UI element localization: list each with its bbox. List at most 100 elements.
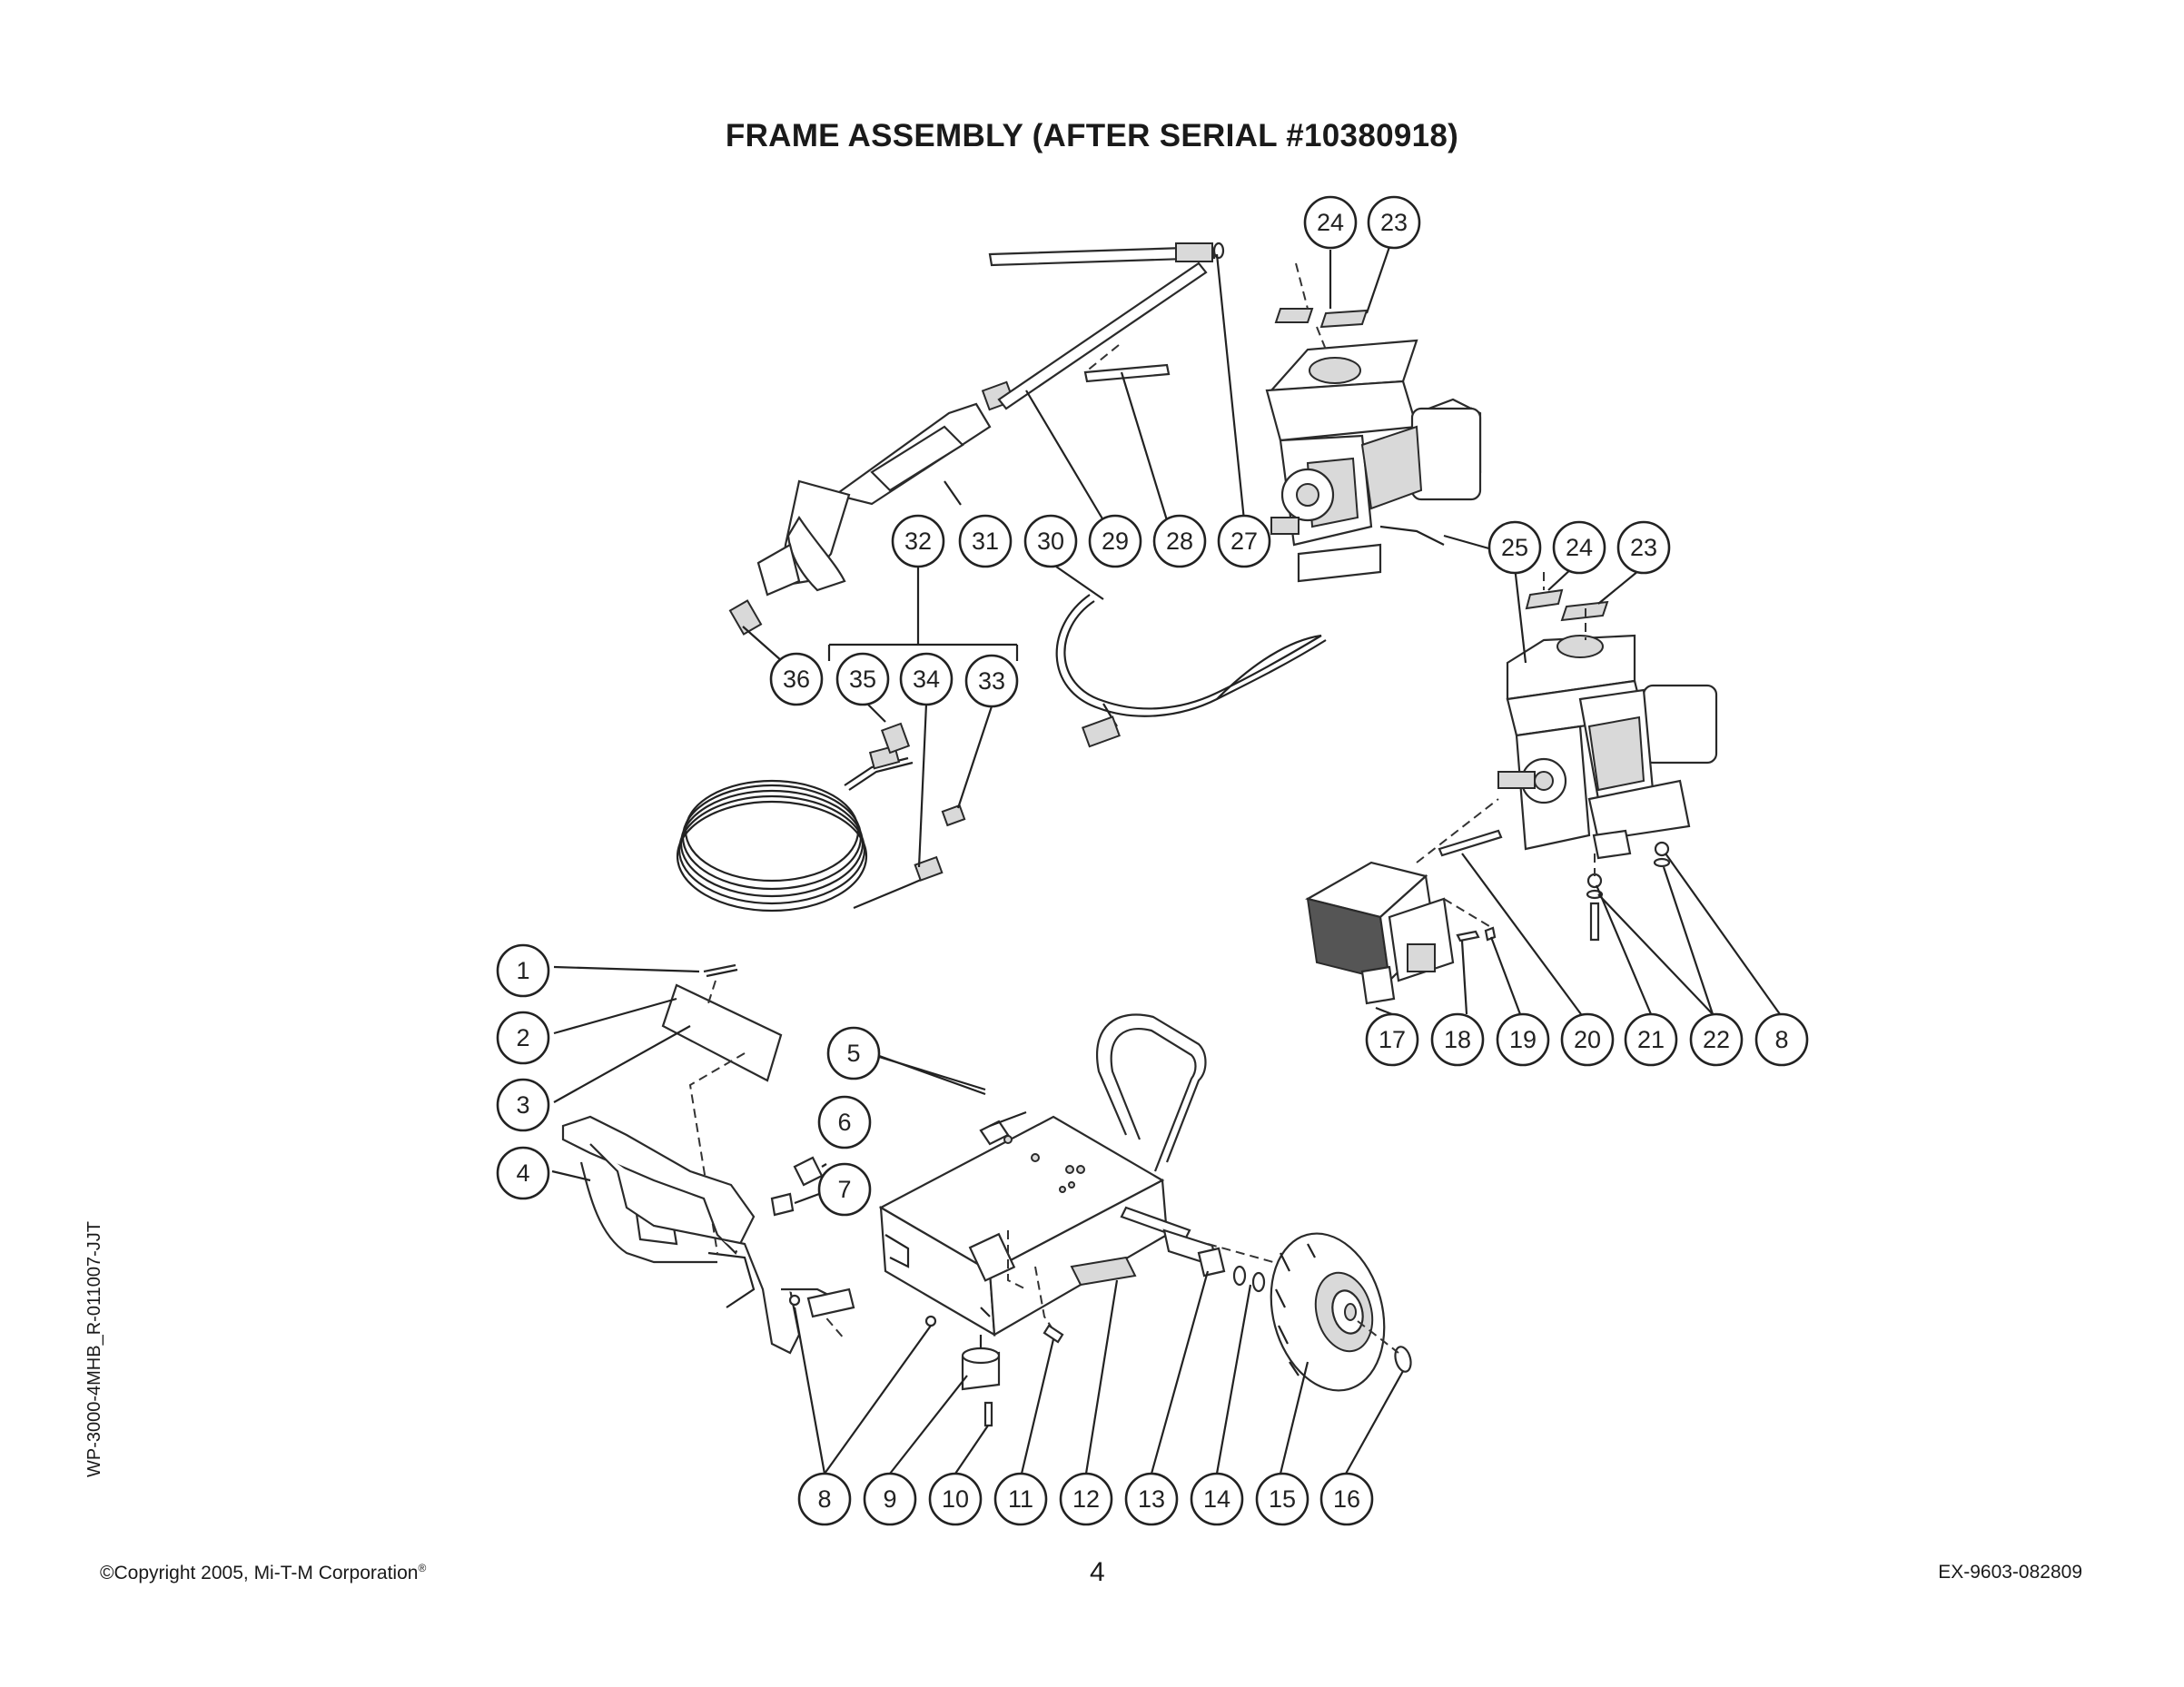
callout-33: 33 — [964, 654, 1019, 708]
callout-label: 18 — [1444, 1026, 1471, 1053]
callout-label: 13 — [1138, 1485, 1165, 1513]
callout-8: 8 — [797, 1472, 852, 1526]
callout-6: 6 — [817, 1095, 872, 1149]
callout-label: 20 — [1574, 1026, 1601, 1053]
callout-2: 2 — [496, 1011, 550, 1065]
callout-label: 5 — [846, 1040, 860, 1067]
callout-label: 17 — [1379, 1026, 1406, 1053]
callout-label: 9 — [883, 1485, 896, 1513]
callout-28: 28 — [1152, 514, 1207, 568]
copyright-notice: ©Copyright 2005, Mi-T-M Corporation® — [100, 1562, 426, 1584]
callout-21: 21 — [1624, 1012, 1678, 1067]
copyright-text: ©Copyright 2005, Mi-T-M Corporation — [100, 1563, 419, 1583]
callout-14: 14 — [1190, 1472, 1244, 1526]
registered-mark: ® — [418, 1562, 427, 1574]
callout-35: 35 — [835, 652, 890, 706]
callout-label: 32 — [904, 528, 932, 555]
decal-24-top — [1319, 309, 1369, 329]
callout-31: 31 — [958, 514, 1013, 568]
callout-label: 21 — [1637, 1026, 1665, 1053]
handle-frame — [561, 1115, 855, 1355]
spray-gun — [728, 402, 992, 636]
callout-label: 2 — [516, 1024, 529, 1051]
callout-30: 30 — [1023, 514, 1078, 568]
pressure-hose — [676, 722, 966, 913]
inlet-hose — [1055, 594, 1327, 748]
callout-27: 27 — [1217, 514, 1271, 568]
callout-label: 19 — [1509, 1026, 1537, 1053]
callout-label: 6 — [837, 1109, 851, 1136]
callout-label: 33 — [978, 667, 1005, 695]
callout-label: 30 — [1037, 528, 1064, 555]
callout-7: 7 — [817, 1162, 872, 1217]
page-title: FRAME ASSEMBLY (AFTER SERIAL #10380918) — [725, 118, 1459, 153]
callout-23-top: 23 — [1367, 195, 1421, 250]
engine-top — [1265, 339, 1482, 583]
document-code: EX-9603-082809 — [1938, 1562, 2082, 1583]
callout-label: 29 — [1102, 528, 1129, 555]
callout-10: 10 — [928, 1472, 983, 1526]
frame-handle-bar — [1096, 1013, 1207, 1172]
callout-label: 23 — [1380, 209, 1408, 236]
callout-label: 16 — [1333, 1485, 1360, 1513]
callout-8-right: 8 — [1754, 1012, 1809, 1067]
callout-23-right: 23 — [1616, 520, 1671, 575]
callout-24-right: 24 — [1552, 520, 1606, 575]
callout-label: 1 — [516, 957, 529, 984]
callout-16: 16 — [1319, 1472, 1374, 1526]
callout-label: 4 — [516, 1159, 529, 1187]
callout-label: 22 — [1703, 1026, 1730, 1053]
callout-label: 10 — [942, 1485, 969, 1513]
callout-label: 3 — [516, 1091, 529, 1119]
decal-23-top — [1274, 308, 1314, 323]
wand-label-28 — [1083, 363, 1171, 383]
callout-label: 34 — [913, 666, 940, 693]
callout-29: 29 — [1088, 514, 1142, 568]
callout-9: 9 — [863, 1472, 917, 1526]
callout-label: 31 — [972, 528, 999, 555]
page-number: 4 — [1090, 1557, 1105, 1587]
callout-label: 27 — [1230, 528, 1258, 555]
callout-label: 8 — [1774, 1026, 1788, 1053]
wheel — [1270, 1232, 1386, 1392]
decal-24-right — [1525, 588, 1564, 610]
spray-wand — [981, 242, 1216, 411]
callout-25: 25 — [1487, 520, 1542, 575]
callout-32: 32 — [891, 514, 945, 568]
callout-label: 8 — [817, 1485, 831, 1513]
callout-label: 7 — [837, 1176, 851, 1203]
callout-label: 23 — [1630, 534, 1657, 561]
callout-34: 34 — [899, 652, 954, 706]
callout-label: 14 — [1203, 1485, 1230, 1513]
frame-box — [878, 1115, 1169, 1337]
callout-label: 12 — [1072, 1485, 1100, 1513]
callout-label: 36 — [783, 666, 810, 693]
callout-1: 1 — [496, 943, 550, 998]
callout-36: 36 — [769, 652, 824, 706]
callout-label: 24 — [1317, 209, 1344, 236]
callout-12: 12 — [1059, 1472, 1113, 1526]
callout-22: 22 — [1689, 1012, 1744, 1067]
callout-19: 19 — [1496, 1012, 1550, 1067]
callout-4: 4 — [496, 1146, 550, 1200]
callout-18: 18 — [1430, 1012, 1485, 1067]
callout-label: 15 — [1269, 1485, 1296, 1513]
callout-20: 20 — [1560, 1012, 1615, 1067]
callout-11: 11 — [993, 1472, 1048, 1526]
callout-5: 5 — [826, 1026, 881, 1080]
callout-label: 25 — [1501, 534, 1528, 561]
pump — [1305, 861, 1455, 1005]
callout-label: 24 — [1566, 534, 1593, 561]
o-ring-27 — [1212, 242, 1225, 260]
callout-15: 15 — [1255, 1472, 1309, 1526]
callout-3: 3 — [496, 1078, 550, 1132]
callout-label: 11 — [1008, 1485, 1033, 1513]
callout-17: 17 — [1365, 1012, 1419, 1067]
engine-right — [1497, 634, 1718, 860]
shroud-plate — [661, 963, 783, 1082]
callout-24-top: 24 — [1303, 195, 1358, 250]
callout-label: 28 — [1166, 528, 1193, 555]
callout-label: 35 — [849, 666, 876, 693]
callout-13: 13 — [1124, 1472, 1179, 1526]
